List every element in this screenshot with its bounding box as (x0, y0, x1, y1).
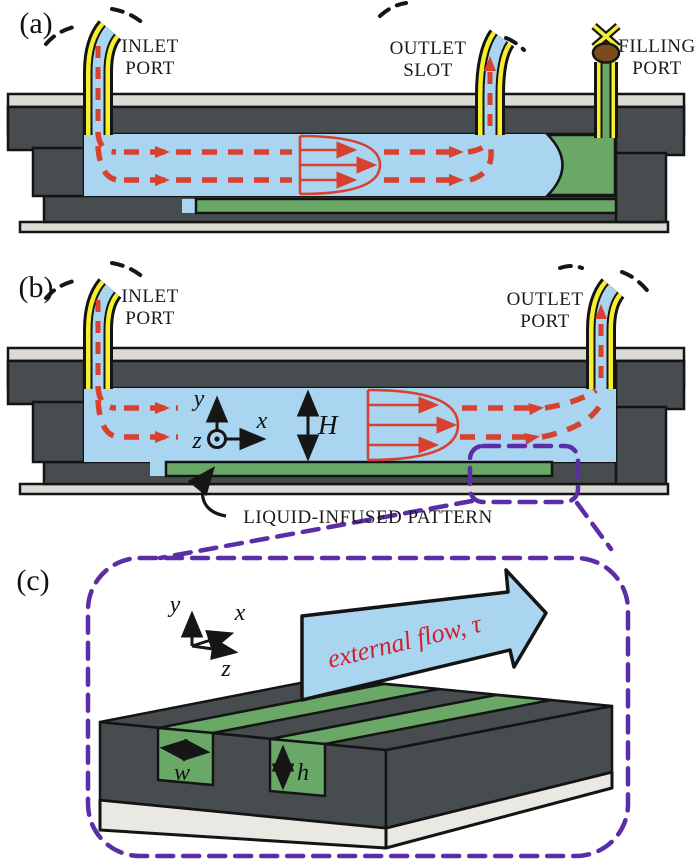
right-wall-upper (614, 359, 686, 411)
top-plate (6, 359, 686, 390)
tube-cut-dash (620, 270, 652, 296)
filling-port-label-2: PORT (632, 58, 681, 79)
axis-x-label: x (234, 600, 246, 626)
tube-cut-dash (504, 36, 526, 52)
liquid-infused-pattern-strip (164, 460, 554, 478)
axis-z-label: z (191, 428, 202, 454)
bottom-glass-slide (18, 220, 670, 234)
groove-width-symbol: w (174, 760, 190, 786)
bottom-glass-slide (18, 482, 670, 496)
top-plate (6, 105, 686, 136)
pattern-label: LIQUID-INFUSED PATTERN (243, 507, 492, 528)
velocity-profile-b (366, 388, 460, 462)
axes-c: y x z (168, 592, 246, 682)
pattern-callout-arrow (187, 466, 227, 518)
channel-height-symbol: H (317, 410, 339, 440)
tube-cut-dash (110, 261, 146, 280)
groove-depth-symbol: h (297, 760, 309, 786)
axis-y-label: y (192, 386, 205, 412)
axis-y-label: y (168, 592, 181, 618)
filling-port-label-1: FILLING (618, 36, 695, 57)
groove-dimensions: w h (159, 738, 309, 791)
flow-arrows-a (95, 46, 496, 196)
external-flow-arrow: external flow, τ (300, 568, 548, 702)
outlet-slot-label-1: OUTLET (390, 38, 467, 59)
zoom-detail-box (85, 555, 631, 859)
channel-height-dimension: H (296, 389, 339, 462)
outlet-port-label-2: PORT (520, 311, 569, 332)
panel-b: y x z H (b) INLET PORT OUTLET PORT LIQUI… (6, 261, 686, 561)
velocity-profile-a (298, 134, 382, 196)
zoom-connector-right (574, 500, 614, 552)
left-wall-lower (31, 146, 86, 198)
flow-arrows-b (95, 300, 607, 462)
right-wall-lower (614, 405, 668, 486)
panel-b-label: (b) (19, 271, 54, 304)
left-wall-lower (31, 400, 86, 464)
inlet-port-label-2: PORT (125, 308, 174, 329)
inlet-port-label-1: INLET (121, 286, 178, 307)
infusing-liquid-meniscus (545, 133, 617, 197)
axis-x-label: x (256, 408, 268, 434)
panel-a: (a) INLET PORT OUTLET SLOT FILLING PORT (6, 1, 695, 234)
outlet-slot-label-2: SLOT (403, 60, 453, 81)
outlet-port-label-1: OUTLET (507, 289, 584, 310)
channel-water (84, 388, 616, 462)
left-wall-upper (6, 105, 86, 152)
knot-bead (591, 42, 621, 64)
tube-cut-dash (558, 264, 584, 270)
axes-b: y x z (191, 386, 267, 454)
left-wall-upper (6, 359, 86, 406)
panel-c-label: (c) (16, 564, 49, 597)
pattern-recess-gap (150, 462, 166, 476)
panel-a-label: (a) (19, 7, 52, 40)
panel-c: external flow, τ w h y x z (c) (16, 555, 631, 859)
tube-cut-dash (44, 278, 80, 300)
tube-cut-dash (44, 24, 80, 46)
filling-port-tube (591, 22, 621, 138)
zoom-connector-left (157, 498, 475, 561)
knot-cross (591, 22, 621, 51)
right-wall-lower (614, 151, 668, 224)
axis-z-label: z (220, 656, 231, 682)
tube-cut-dash (110, 7, 146, 26)
inlet-port-label-2: PORT (125, 58, 174, 79)
right-wall-upper (614, 105, 686, 157)
zoom-region-box (467, 443, 581, 505)
pattern-recess-gap (182, 199, 198, 213)
liquid-infused-pattern-strip (194, 197, 618, 215)
inlet-port-label-1: INLET (121, 36, 178, 57)
tube-cut-dash (378, 1, 408, 18)
